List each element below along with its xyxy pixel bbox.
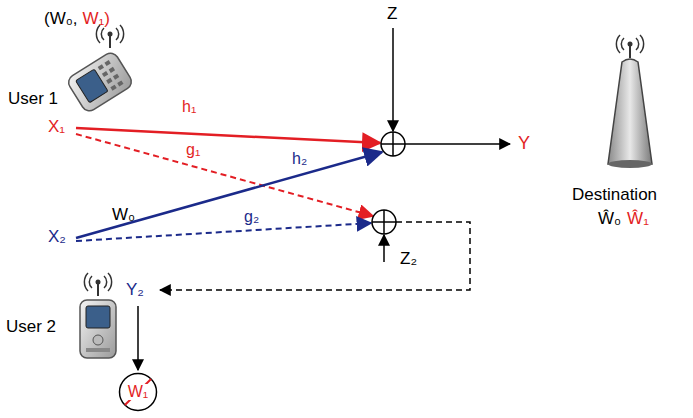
signal-label: h₂ [292, 150, 307, 168]
signal-label: X₂ [48, 228, 66, 247]
signal-label: Ŵ₁ [627, 210, 649, 229]
base-station-icon [608, 35, 652, 168]
signal-label: h₁ [182, 98, 196, 116]
feedback-arrow [160, 222, 470, 290]
adder-symbol [372, 210, 396, 234]
noise-arrow [383, 235, 385, 262]
message-label: W₁ [128, 384, 149, 401]
signal-label: Y [518, 134, 530, 154]
signal-label: Z₂ [400, 250, 417, 269]
signal-label: Ŵ₀ [598, 210, 621, 229]
phone-icon [66, 25, 135, 114]
signal-label: (W₀, [44, 10, 78, 29]
channel-g2 [76, 223, 371, 241]
signal-label: Y₂ [126, 281, 144, 300]
noise-arrow [392, 28, 394, 131]
blocked-message-circle: W₁ [118, 372, 158, 412]
signal-label: g₂ [244, 208, 259, 226]
adder-symbol [381, 132, 405, 156]
signal-label: Destination [572, 186, 657, 205]
output-arrow [405, 143, 510, 145]
channel-h1 [76, 128, 380, 143]
decode-arrow [137, 306, 139, 370]
channel-g1 [76, 134, 373, 216]
signal-label: User 1 [8, 90, 58, 109]
signal-label: X₁ [48, 118, 65, 137]
phone-icon [80, 273, 116, 358]
signal-label: User 2 [6, 318, 56, 337]
signal-label: Z [387, 5, 397, 24]
signal-label: W₀ [112, 206, 135, 225]
signal-label: W₁) [83, 10, 110, 29]
signal-label: g₁ [186, 141, 200, 159]
